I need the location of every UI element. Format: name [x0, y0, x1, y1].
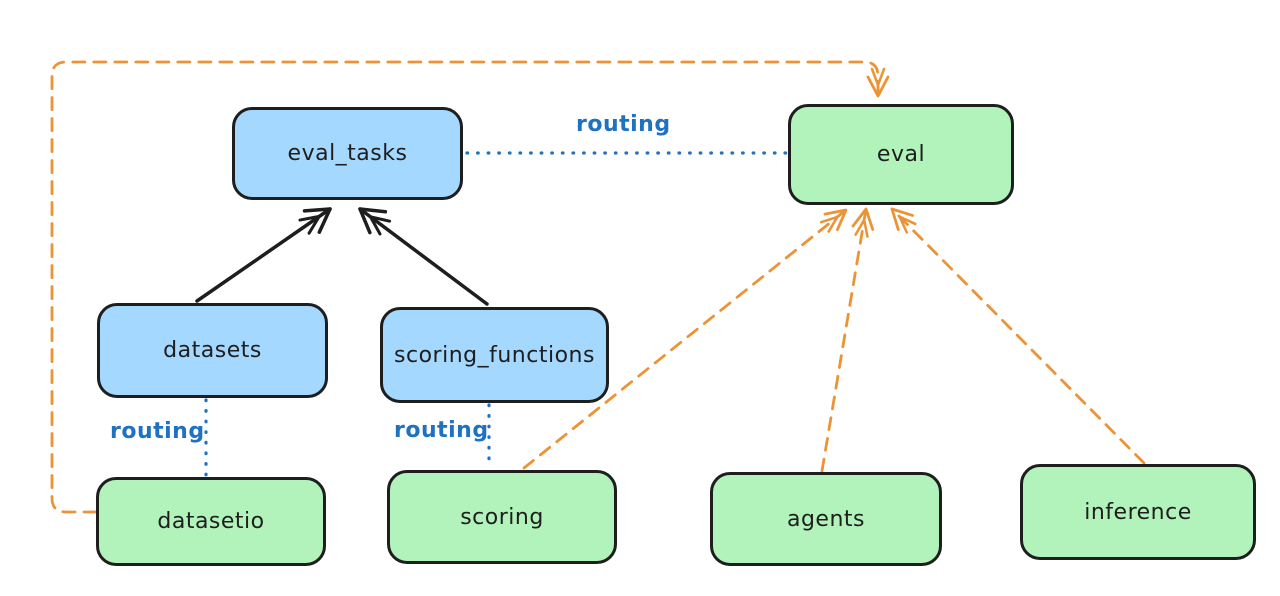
- node-datasetio-label: datasetio: [157, 509, 265, 534]
- node-eval: eval: [788, 104, 1014, 205]
- node-scoring-functions: scoring_functions: [380, 307, 609, 403]
- edge-label-routing-scoring-functions-scoring: routing: [394, 418, 489, 443]
- node-agents-label: agents: [786, 506, 865, 532]
- edge-datasetio-to-eval: [50, 60, 890, 514]
- node-eval-label: eval: [876, 142, 926, 167]
- node-inference-label: inference: [1084, 499, 1192, 525]
- node-scoring: scoring: [387, 470, 617, 564]
- node-scoring-functions-label: scoring_functions: [394, 342, 595, 368]
- node-inference: inference: [1020, 464, 1256, 560]
- node-agents: agents: [710, 472, 942, 566]
- node-eval-tasks: eval_tasks: [232, 107, 463, 200]
- node-scoring-label: scoring: [460, 504, 544, 530]
- node-datasetio: datasetio: [96, 477, 326, 566]
- edge-label-routing-datasets-datasetio: routing: [110, 419, 205, 444]
- edge-inference-to-eval: [890, 207, 1146, 465]
- node-datasets: datasets: [97, 303, 328, 398]
- edge-label-routing-eval-tasks-eval: routing: [576, 112, 671, 137]
- edge-scoring-functions-to-eval-tasks: [358, 207, 489, 306]
- edge-datasets-to-eval-tasks: [195, 207, 332, 303]
- node-eval-tasks-label: eval_tasks: [287, 141, 408, 166]
- node-datasets-label: datasets: [163, 338, 262, 363]
- edge-agents-to-eval: [820, 207, 875, 473]
